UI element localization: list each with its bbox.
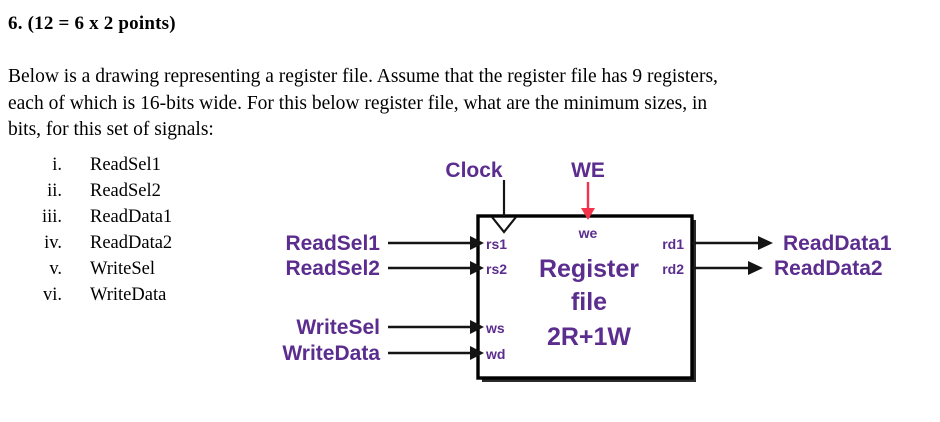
pin-label-rd2: rd2 bbox=[662, 261, 684, 277]
readsel2-arrowhead-icon bbox=[470, 261, 484, 275]
list-item-label: ReadSel2 bbox=[90, 181, 161, 201]
list-item: v. WriteSel bbox=[8, 256, 172, 282]
input-label-readsel1: ReadSel1 bbox=[285, 232, 380, 255]
question-paragraph: Below is a drawing representing a regist… bbox=[8, 64, 938, 144]
list-item-numeral: ii. bbox=[47, 181, 62, 201]
clock-edge-notch-icon bbox=[491, 216, 517, 234]
we-arrowhead-icon bbox=[581, 208, 595, 220]
paragraph-line-1: Below is a drawing representing a regist… bbox=[8, 66, 718, 87]
pin-label-rs2: rs2 bbox=[486, 261, 507, 277]
register-file-diagram: Clock WE we rs1 rs2 ws wd rd1 rd2 Regist… bbox=[240, 150, 940, 390]
list-item: iii. ReadData1 bbox=[8, 204, 172, 230]
output-label-readdata1: ReadData1 bbox=[783, 232, 892, 255]
pin-label-rs1: rs1 bbox=[486, 236, 507, 252]
block-title-line-2: file bbox=[571, 288, 607, 316]
list-item-numeral: iii. bbox=[41, 207, 62, 227]
register-file-block bbox=[476, 214, 694, 380]
page-title: 6. (12 = 6 x 2 points) bbox=[8, 13, 176, 34]
block-title-line-3: 2R+1W bbox=[547, 323, 631, 351]
list-item-label: ReadData2 bbox=[90, 233, 173, 253]
list-item-label: WriteSel bbox=[90, 259, 156, 279]
block-title-line-1: Register bbox=[539, 255, 639, 283]
pin-label-rd1: rd1 bbox=[662, 236, 684, 252]
output-label-readdata2: ReadData2 bbox=[774, 257, 883, 280]
signal-list: i. ReadSel1 ii. ReadSel2 iii. ReadData1 iv.… bbox=[8, 152, 172, 308]
readsel1-arrowhead-icon bbox=[470, 236, 484, 250]
readdata1-arrowhead-icon bbox=[758, 236, 773, 250]
paragraph-line-2: each of which is 16-bits wide. For this … bbox=[8, 92, 708, 114]
list-item-numeral: v. bbox=[49, 259, 62, 279]
writedata-arrowhead-icon bbox=[470, 346, 484, 360]
list-item-label: WriteData bbox=[90, 285, 167, 305]
writesel-arrowhead-icon bbox=[470, 320, 484, 334]
we-label: WE bbox=[571, 159, 605, 182]
paragraph-line-3: bits, for this set of signals: bbox=[8, 119, 214, 140]
input-label-writesel: WriteSel bbox=[296, 316, 380, 339]
clock-label: Clock bbox=[445, 159, 503, 182]
list-item: vi. WriteData bbox=[8, 282, 172, 308]
pin-label-wd: wd bbox=[485, 346, 505, 362]
readdata2-arrowhead-icon bbox=[748, 261, 763, 275]
list-item-numeral: vi. bbox=[42, 285, 62, 305]
pin-label-we: we bbox=[578, 225, 598, 241]
input-label-writedata: WriteData bbox=[282, 342, 380, 365]
list-item-label: ReadSel1 bbox=[90, 155, 161, 175]
list-item: ii. ReadSel2 bbox=[8, 178, 172, 204]
input-label-readsel2: ReadSel2 bbox=[285, 257, 380, 280]
list-item: i. ReadSel1 bbox=[8, 152, 172, 178]
list-item-numeral: iv. bbox=[44, 233, 62, 253]
pin-label-ws: ws bbox=[485, 320, 505, 336]
list-item-label: ReadData1 bbox=[90, 207, 173, 227]
list-item-numeral: i. bbox=[52, 155, 62, 175]
list-item: iv. ReadData2 bbox=[8, 230, 172, 256]
